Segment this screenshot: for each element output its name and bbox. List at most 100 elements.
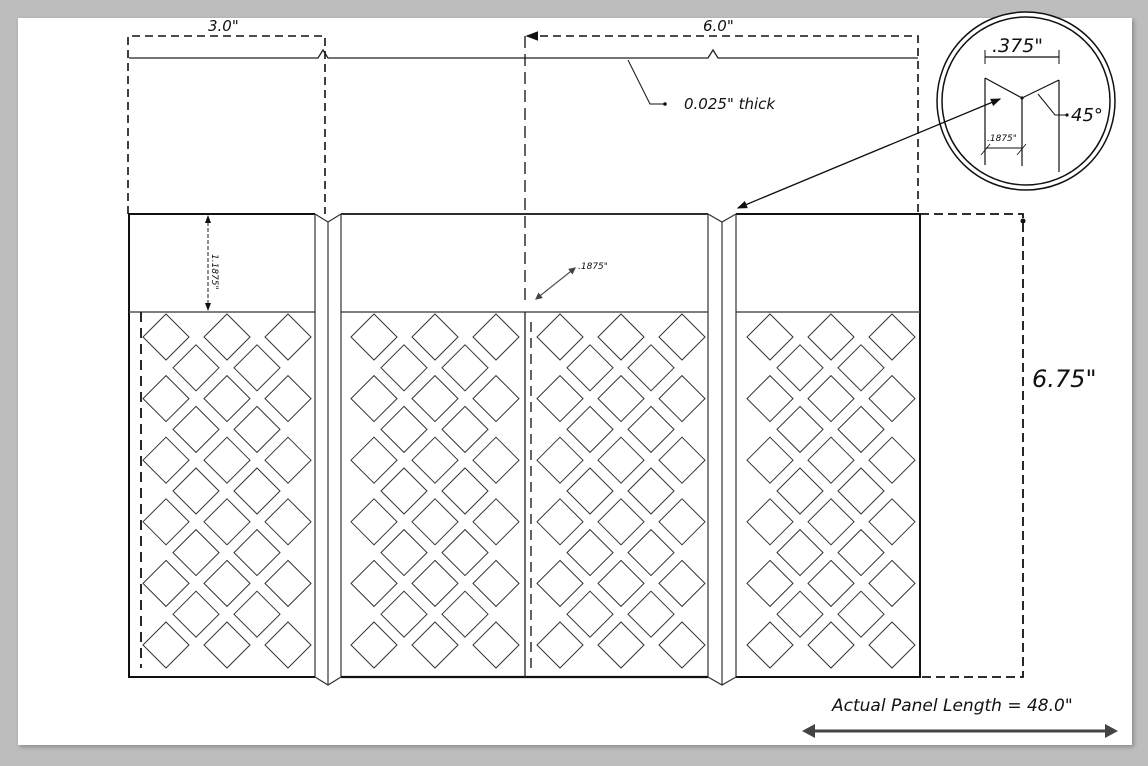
- diamond-cutout: [142, 374, 190, 423]
- diamond-cutout: [411, 498, 459, 546]
- diamond-cutout: [776, 467, 824, 515]
- diamond-cutout: [868, 498, 916, 546]
- diamond-cutout: [807, 313, 855, 361]
- detail-rib-width: .375": [992, 35, 1043, 57]
- diamond-cutout: [597, 498, 645, 546]
- diamond-cutout: [658, 498, 706, 546]
- diamond-cutout: [746, 621, 794, 669]
- diamond-cutout: [264, 436, 312, 484]
- diamond-cutout: [536, 498, 584, 546]
- diamond-cutout: [536, 374, 584, 423]
- diamond-cutout: [172, 467, 220, 515]
- diamond-cutout: [233, 590, 281, 638]
- diamond-cutout: [350, 621, 398, 669]
- gap-leader: [535, 267, 576, 300]
- diamond-pattern: [142, 313, 916, 669]
- diamond-cutout: [411, 374, 459, 423]
- diamond-cutout: [746, 313, 794, 361]
- diamond-cutout: [807, 374, 855, 423]
- diamond-cutout: [536, 559, 584, 608]
- thickness-leader: [627, 59, 665, 105]
- diamond-cutout: [264, 559, 312, 608]
- diamond-cutout: [441, 590, 489, 638]
- diamond-cutout: [380, 528, 428, 577]
- dim-3in-label: 3.0": [208, 17, 239, 35]
- panel-length-arrow: [802, 724, 1118, 738]
- detail-angle: 45°: [1071, 105, 1103, 126]
- diamond-cutout: [411, 436, 459, 484]
- diamond-cutout: [868, 436, 916, 484]
- diamond-cutout: [441, 344, 489, 392]
- diamond-cutout: [658, 436, 706, 484]
- diamond-cutout: [658, 559, 706, 608]
- diamond-cutout: [380, 405, 428, 454]
- rib-detail-callout: .375" .1875" 45°: [936, 11, 1116, 191]
- dim-3in-dashed: [127, 35, 326, 214]
- diamond-cutout: [627, 467, 675, 515]
- diamond-cutout: [868, 313, 916, 361]
- diamond-cutout: [627, 528, 675, 577]
- diamond-cutout: [350, 559, 398, 608]
- diamond-cutout: [411, 559, 459, 608]
- diamond-cutout: [746, 374, 794, 423]
- diamond-cutout: [776, 528, 824, 577]
- diamond-cutout: [776, 590, 824, 638]
- diamond-cutout: [837, 528, 885, 577]
- diamond-cutout: [142, 498, 190, 546]
- diamond-cutout: [203, 498, 251, 546]
- diamond-cutout: [380, 344, 428, 392]
- diamond-cutout: [264, 374, 312, 423]
- diamond-cutout: [566, 405, 614, 454]
- diamond-cutout: [233, 405, 281, 454]
- diamond-cutout: [597, 436, 645, 484]
- diamond-cutout: [597, 559, 645, 608]
- diamond-cutout: [807, 621, 855, 669]
- diamond-cutout: [142, 559, 190, 608]
- diamond-cutout: [746, 559, 794, 608]
- diamond-cutout: [566, 467, 614, 515]
- diamond-cutout: [172, 590, 220, 638]
- diamond-cutout: [627, 590, 675, 638]
- diamond-cutout: [172, 344, 220, 392]
- diamond-cutout: [776, 344, 824, 392]
- diamond-cutout: [203, 436, 251, 484]
- diamond-cutout: [658, 313, 706, 361]
- diamond-cutout: [597, 621, 645, 669]
- diamond-cutout: [233, 344, 281, 392]
- diamond-cutout: [597, 374, 645, 423]
- gap-label: .1875": [578, 262, 608, 272]
- diamond-cutout: [172, 405, 220, 454]
- panel-outline: [128, 213, 921, 679]
- diamond-cutout: [597, 313, 645, 361]
- diamond-cutout: [472, 436, 520, 484]
- diamond-cutout: [203, 559, 251, 608]
- diamond-cutout: [350, 498, 398, 546]
- diamond-cutout: [411, 313, 459, 361]
- diamond-cutout: [837, 344, 885, 392]
- diamond-cutout: [658, 621, 706, 669]
- diamond-cutout: [807, 436, 855, 484]
- diamond-cutout: [472, 498, 520, 546]
- dim-6in-label: 6.0": [703, 17, 734, 35]
- diamond-cutout: [658, 374, 706, 423]
- detail-half-width: .1875": [987, 134, 1017, 144]
- diamond-cutout: [566, 590, 614, 638]
- diamond-cutout: [411, 621, 459, 669]
- diamond-cutout: [203, 313, 251, 361]
- detail-leader-arrow: [736, 98, 1002, 209]
- height-dim-dashed: [920, 213, 1024, 678]
- diamond-cutout: [566, 344, 614, 392]
- diamond-cutout: [350, 313, 398, 361]
- diamond-cutout: [746, 498, 794, 546]
- diamond-cutout: [807, 498, 855, 546]
- diamond-cutout: [203, 374, 251, 423]
- diamond-cutout: [868, 621, 916, 669]
- diamond-cutout: [536, 621, 584, 669]
- diamond-cutout: [350, 374, 398, 423]
- diamond-cutout: [233, 528, 281, 577]
- band-height-label: 1.1875": [209, 254, 219, 290]
- diamond-cutout: [868, 374, 916, 423]
- thickness-label: 0.025" thick: [684, 95, 776, 113]
- diamond-cutout: [837, 590, 885, 638]
- diamond-cutout: [627, 344, 675, 392]
